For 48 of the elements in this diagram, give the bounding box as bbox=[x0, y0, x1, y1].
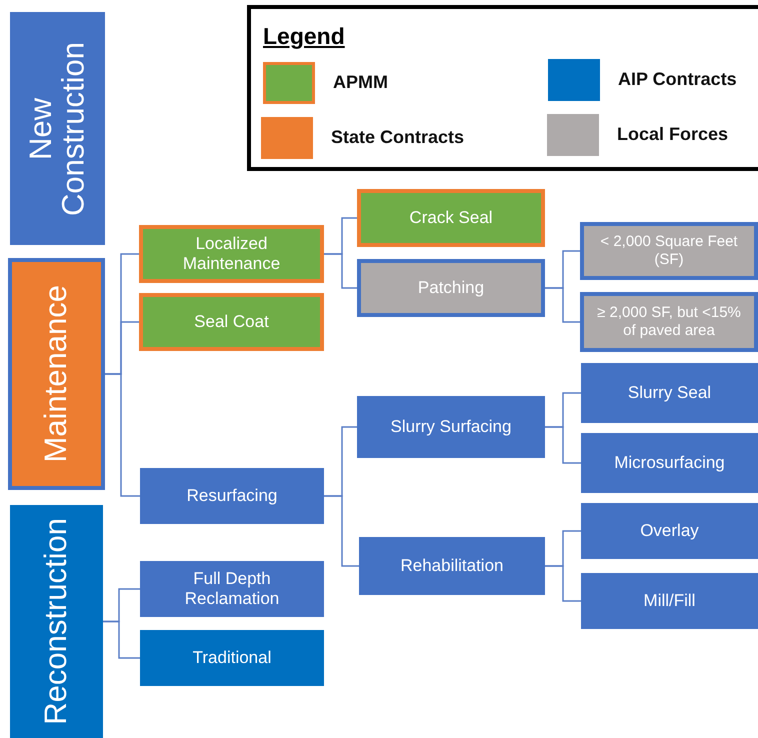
node-label: Crack Seal bbox=[409, 208, 493, 228]
legend-label: State Contracts bbox=[331, 127, 464, 148]
process-box bbox=[140, 468, 324, 524]
node-label: Microsurfacing bbox=[614, 452, 725, 474]
node-label: Seal Coat bbox=[194, 312, 269, 332]
connector-line bbox=[105, 373, 140, 497]
process-box bbox=[139, 293, 324, 351]
connector-line bbox=[545, 426, 581, 464]
legend-label: Local Forces bbox=[617, 124, 728, 145]
node-label: Reconstruction bbox=[40, 518, 73, 725]
connector-line bbox=[545, 565, 581, 602]
process-box bbox=[140, 630, 324, 686]
process-box bbox=[139, 225, 324, 283]
category-bar bbox=[10, 12, 105, 245]
process-box bbox=[357, 189, 545, 247]
connector-line bbox=[324, 495, 359, 567]
category-bar bbox=[10, 505, 103, 738]
node-label: Full Depth Reclamation bbox=[184, 568, 280, 610]
category-bar bbox=[8, 258, 105, 490]
node-label: Maintenance bbox=[40, 285, 73, 463]
node-label: Slurry Surfacing bbox=[390, 416, 512, 438]
connector-line bbox=[545, 287, 580, 323]
node-label: Resurfacing bbox=[186, 486, 278, 506]
process-box bbox=[359, 537, 545, 595]
connector-line bbox=[324, 253, 357, 289]
node-label: Overlay bbox=[640, 520, 699, 542]
node-label: < 2,000 Square Feet (SF) bbox=[599, 233, 739, 269]
process-box bbox=[581, 363, 758, 423]
process-box bbox=[580, 222, 758, 280]
node-label: New Construction bbox=[24, 40, 90, 218]
process-box bbox=[581, 433, 758, 493]
legend-label: AIP Contracts bbox=[618, 69, 737, 90]
node-label: ≥ 2,000 SF, but <15% of paved area bbox=[596, 304, 742, 340]
connector-line bbox=[103, 620, 140, 659]
node-label: Slurry Seal bbox=[628, 382, 712, 404]
node-label: Rehabilitation bbox=[400, 556, 504, 576]
node-label: Patching bbox=[418, 278, 484, 298]
process-box bbox=[580, 292, 758, 352]
node-label: Traditional bbox=[192, 648, 272, 668]
process-box bbox=[357, 396, 545, 458]
legend-label: APMM bbox=[333, 72, 388, 93]
node-label: Localized Maintenance bbox=[182, 234, 282, 274]
process-box bbox=[357, 259, 545, 317]
process-box bbox=[140, 561, 324, 617]
node-label: Mill/Fill bbox=[644, 590, 696, 612]
process-box bbox=[581, 503, 758, 559]
legend-title: Legend bbox=[263, 23, 345, 50]
process-box bbox=[581, 573, 758, 629]
